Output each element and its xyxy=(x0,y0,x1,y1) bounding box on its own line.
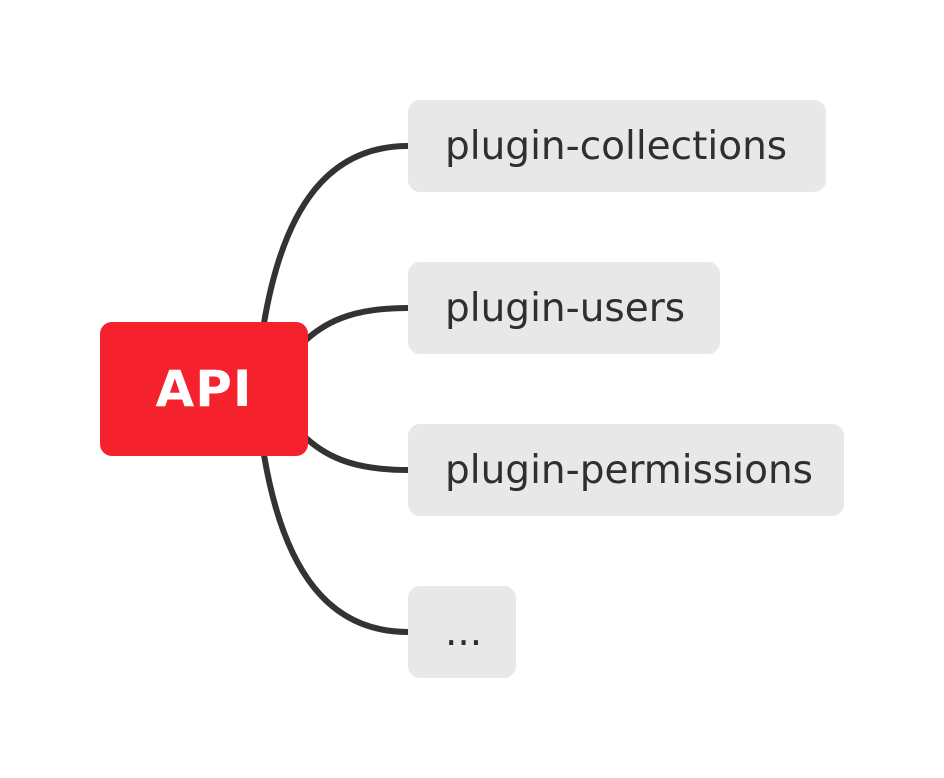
child-node-label: ... xyxy=(445,609,483,655)
child-node-plugin-permissions[interactable]: plugin-permissions xyxy=(408,424,844,516)
connector-plugin-users xyxy=(303,305,411,343)
connector-plugin-collections xyxy=(261,143,411,326)
connector-plugin-permissions xyxy=(303,435,411,473)
child-node-plugin-users[interactable]: plugin-users xyxy=(408,262,720,354)
child-node-label: plugin-users xyxy=(445,285,686,331)
child-node-label: plugin-permissions xyxy=(445,447,813,493)
child-node-plugin-collections[interactable]: plugin-collections xyxy=(408,100,826,192)
root-node-api[interactable]: API xyxy=(100,322,308,456)
child-node-ellipsis[interactable]: ... xyxy=(408,586,516,678)
child-node-label: plugin-collections xyxy=(445,123,788,169)
connector-ellipsis xyxy=(261,452,411,635)
